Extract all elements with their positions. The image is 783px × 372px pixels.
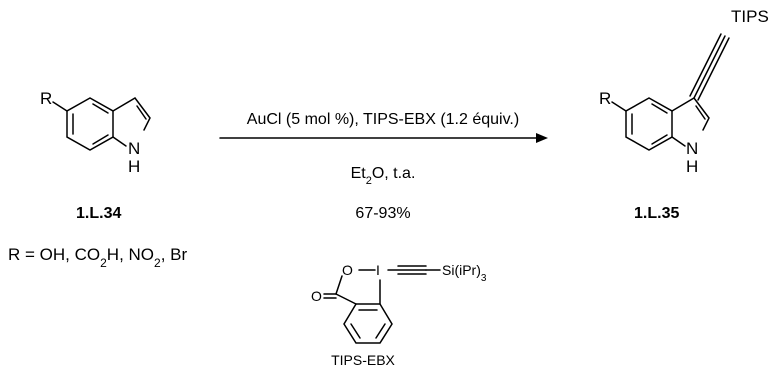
reaction-yield: 67-93% [355, 205, 410, 222]
reaction-arrow-head [536, 133, 548, 143]
tips-ebx-structure: O O I Si(iPr)3 [311, 262, 487, 344]
product-r-bond [611, 101, 627, 112]
product-h-label: H [686, 157, 698, 176]
reactant-benzene-ring [66, 97, 114, 151]
product-benzene-double-3 [651, 134, 668, 145]
product-benzene-double-1 [651, 103, 668, 114]
ebx-carbonyl-o-label: O [311, 288, 322, 304]
reactant-pyrrole-double [136, 105, 147, 120]
r-group-definition: R = OH, CO2H, NO2, Br [8, 245, 188, 270]
ebx-benzene-double-3 [350, 323, 361, 339]
product-tips-label: TIPS [731, 7, 769, 26]
reactant-benzene-double-1 [92, 103, 109, 114]
product-pyrrole-n-bond [671, 136, 686, 147]
product-alkyne-bond-1 [693, 35, 726, 99]
reactant-r-bond [52, 101, 68, 112]
ebx-carbonyl-ring-bond [335, 293, 357, 305]
reactant-compound-id: 1.L.34 [76, 205, 121, 222]
ebx-ring-o-label: O [342, 262, 353, 278]
reaction-conditions: AuCl (5 mol %), TIPS-EBX (1.2 équiv.) [247, 111, 519, 128]
reactant-n-label: N [128, 139, 140, 158]
reactant-h-label: H [128, 157, 140, 176]
ebx-silyl-label: Si(iPr)3 [442, 262, 487, 284]
reactant-r-label: R [40, 89, 52, 108]
product-n-label: N [686, 139, 698, 158]
reactant-pyrrole-ring [112, 97, 151, 131]
reactant-benzene-double-3 [92, 134, 109, 145]
reaction-solvent: Et2O, t.a. [351, 165, 416, 187]
ebx-o-c-bond [335, 275, 343, 295]
ebx-iodine-label: I [376, 262, 380, 278]
product-structure: R N H TIPS [599, 7, 769, 176]
product-alkyne-bond-2 [697, 37, 730, 101]
product-pyrrole-ring [671, 97, 710, 131]
product-alkyne-bond-3 [689, 33, 722, 97]
ebx-benzene-double-2 [375, 323, 386, 339]
product-pyrrole-double [695, 105, 706, 120]
product-r-label: R [599, 89, 611, 108]
product-benzene-ring [625, 97, 673, 151]
product-compound-id: 1.L.35 [634, 205, 679, 222]
reactant-pyrrole-n-bond [112, 136, 127, 147]
reactant-structure: R N H [40, 89, 151, 176]
tips-ebx-caption: TIPS-EBX [331, 352, 395, 368]
